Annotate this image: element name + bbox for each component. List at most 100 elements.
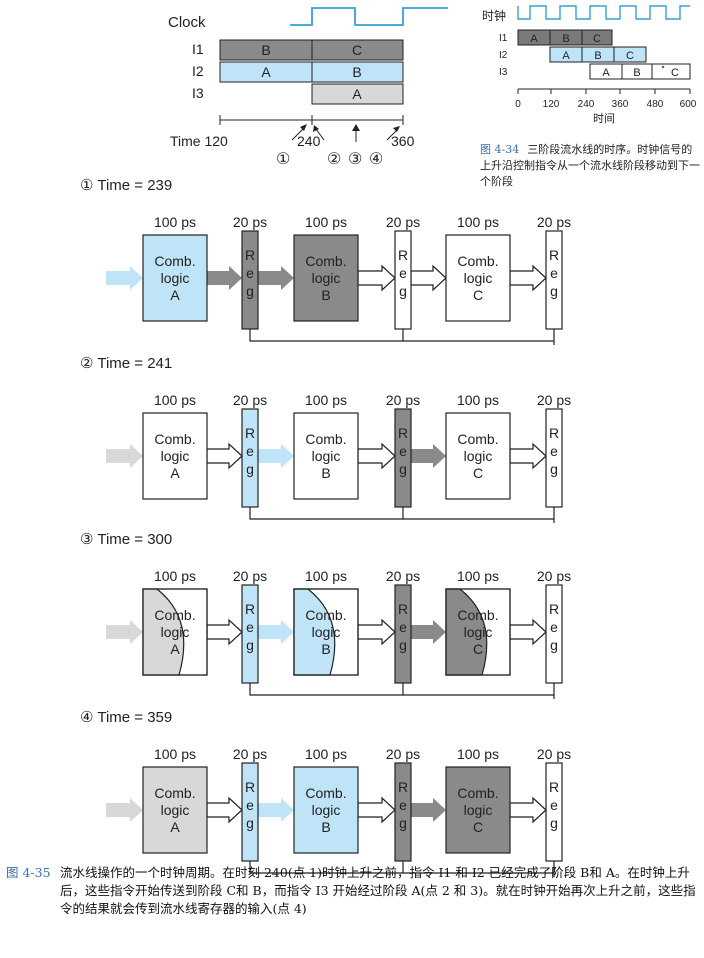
delay-20ps: 20 ps xyxy=(233,392,267,408)
delay-100ps: 100 ps xyxy=(154,746,196,762)
reg-letter: R xyxy=(398,425,408,441)
block-letter: C xyxy=(473,465,483,481)
top-i1-cell-c-label: C xyxy=(352,42,362,58)
delay-100ps: 100 ps xyxy=(305,568,347,584)
input-arrow xyxy=(106,620,143,644)
fig-4-34-tag: 图 4-34 xyxy=(480,143,520,156)
fig434-i2-c: C xyxy=(626,50,634,62)
logic-label: logic xyxy=(312,448,341,464)
logic-label: logic xyxy=(161,802,190,818)
fig434-i1-b: B xyxy=(562,33,569,45)
fig434-i1-a: A xyxy=(530,33,538,45)
delay-20ps: 20 ps xyxy=(233,746,267,762)
top-i3-cell-a-label: A xyxy=(352,86,362,102)
reg-letter: g xyxy=(399,461,407,477)
top-i2-cell-b xyxy=(311,61,404,83)
fig434-i3-c: C xyxy=(671,67,679,79)
reg-letter: e xyxy=(550,265,558,281)
logic-label: logic xyxy=(161,624,190,640)
reg-letter: R xyxy=(245,601,255,617)
block-letter: A xyxy=(170,819,180,835)
reg-letter: R xyxy=(398,779,408,795)
fig434-row-i3: I3 xyxy=(499,67,508,78)
reg-letter: e xyxy=(550,619,558,635)
reg-letter: e xyxy=(399,265,407,281)
block-letter: B xyxy=(321,641,330,657)
reg-letter: R xyxy=(398,247,408,263)
comb-to-reg-arrow xyxy=(206,618,243,646)
reg-letter: e xyxy=(246,619,254,635)
fig434-row-i1: I1 xyxy=(499,33,508,44)
reg-to-comb-arrow xyxy=(258,444,294,468)
delay-100ps: 100 ps xyxy=(457,568,499,584)
stage-title: ② Time = 241 xyxy=(80,355,172,372)
comb-label: Comb. xyxy=(154,785,195,801)
comb-logic-block xyxy=(293,234,359,322)
fig434-tick: 480 xyxy=(647,99,664,110)
comb-label: Comb. xyxy=(457,607,498,623)
reg-to-comb-arrow xyxy=(411,798,446,822)
fig434-tick: 240 xyxy=(578,99,595,110)
reg-to-comb-arrow xyxy=(258,620,294,644)
logic-label: logic xyxy=(312,802,341,818)
reg-letter: e xyxy=(246,443,254,459)
fig434-clock-waveform xyxy=(517,5,690,20)
comb-to-reg-arrow xyxy=(509,264,547,292)
top-marker-3: ③ xyxy=(348,151,362,168)
reg-letter: g xyxy=(550,815,558,831)
reg-letter: g xyxy=(246,461,254,477)
clock-line xyxy=(249,861,554,874)
stage-title: ④ Time = 359 xyxy=(80,709,172,726)
top-row-label-i1: I1 xyxy=(192,41,204,57)
fig434-tick: 120 xyxy=(543,99,560,110)
top-time-360: 360 xyxy=(391,133,415,149)
comb-to-reg-arrow xyxy=(357,442,396,470)
comb-label: Comb. xyxy=(457,431,498,447)
block-letter: C xyxy=(473,287,483,303)
fig434-i2-b: B xyxy=(594,50,601,62)
comb-to-reg-arrow xyxy=(357,618,396,646)
reg-letter: g xyxy=(550,637,558,653)
delay-20ps: 20 ps xyxy=(537,746,571,762)
logic-label: logic xyxy=(464,624,493,640)
comb-to-reg-arrow xyxy=(357,796,396,824)
delay-100ps: 100 ps xyxy=(457,392,499,408)
stage-4: ④ Time = 359 100 ps 20 ps 100 ps 20 ps 100 ps… xyxy=(80,709,571,877)
reg-letter: e xyxy=(399,797,407,813)
stage-title: ① Time = 239 xyxy=(80,177,172,194)
logic-label: logic xyxy=(161,448,190,464)
fig434-i3-b: B xyxy=(633,67,640,79)
fig434-tick: 0 xyxy=(515,99,521,110)
delay-100ps: 100 ps xyxy=(457,746,499,762)
delay-100ps: 100 ps xyxy=(305,746,347,762)
reg-letter: R xyxy=(245,779,255,795)
reg-letter: e xyxy=(550,797,558,813)
block-letter: B xyxy=(321,819,330,835)
comb-label: Comb. xyxy=(305,785,346,801)
delay-100ps: 100 ps xyxy=(457,214,499,230)
top-i3-cell-a xyxy=(311,83,404,105)
reg-to-comb-arrow xyxy=(411,444,446,468)
comb-logic-block xyxy=(142,412,208,500)
logic-label: logic xyxy=(464,802,493,818)
comb-label: Comb. xyxy=(305,607,346,623)
clock-line xyxy=(249,329,554,342)
reg-letter: e xyxy=(246,265,254,281)
reg-letter: R xyxy=(549,425,559,441)
logic-label: logic xyxy=(312,624,341,640)
fig434-tick: 360 xyxy=(612,99,629,110)
delay-100ps: 100 ps xyxy=(305,214,347,230)
reg-letter: g xyxy=(550,283,558,299)
top-time-240: 240 xyxy=(297,133,321,149)
reg-to-comb-arrow xyxy=(258,266,294,290)
top-row-label-i2: I2 xyxy=(192,63,204,79)
block-letter: A xyxy=(170,641,180,657)
delay-20ps: 20 ps xyxy=(537,214,571,230)
reg-letter: R xyxy=(549,247,559,263)
comb-logic-block xyxy=(445,234,511,322)
delay-100ps: 100 ps xyxy=(154,568,196,584)
block-letter: B xyxy=(321,465,330,481)
fig434-i1-c: C xyxy=(593,33,601,45)
